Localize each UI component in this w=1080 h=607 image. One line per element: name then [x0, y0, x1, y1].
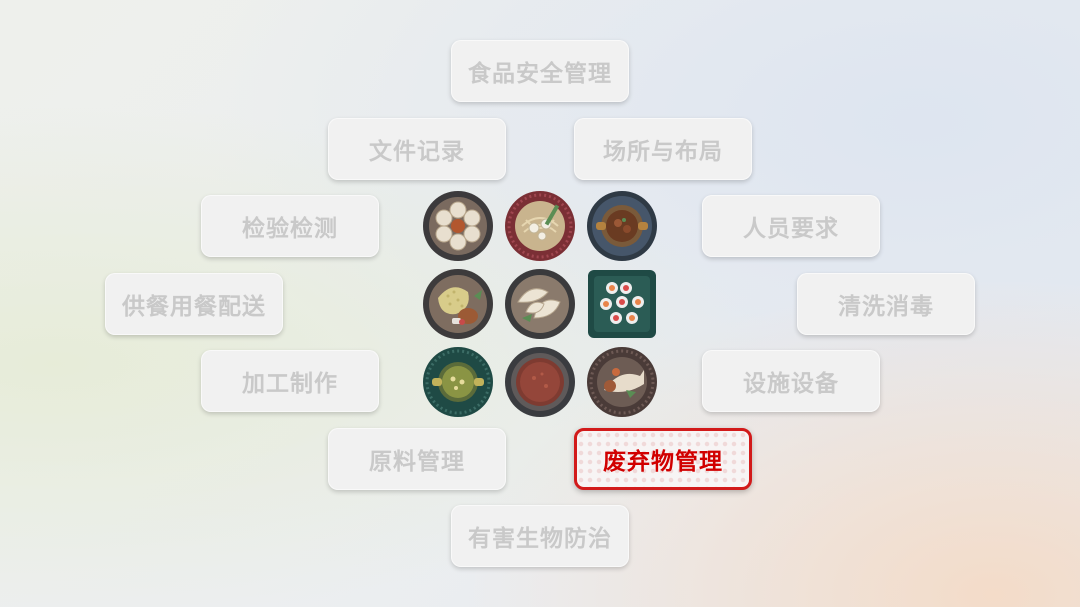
tag-waste-active[interactable]: 废弃物管理: [574, 428, 752, 490]
soup-pot-icon: [422, 346, 494, 418]
tag-cleaning[interactable]: 清洗消毒: [797, 273, 975, 335]
tag-documents[interactable]: 文件记录: [328, 118, 506, 180]
tag-processing[interactable]: 加工制作: [201, 350, 379, 412]
tag-raw-materials[interactable]: 原料管理: [328, 428, 506, 490]
rice-chicken-plate-icon: [422, 268, 494, 340]
tag-personnel[interactable]: 人员要求: [702, 195, 880, 257]
noodle-plate-icon: [504, 190, 576, 262]
dumpling-plate-icon: [422, 190, 494, 262]
tag-inspection[interactable]: 检验检测: [201, 195, 379, 257]
fish-plate-icon: [586, 346, 658, 418]
stew-pot-icon: [586, 190, 658, 262]
steamed-dumplings-icon: [504, 268, 576, 340]
tag-premises[interactable]: 场所与布局: [574, 118, 752, 180]
tag-facilities[interactable]: 设施设备: [702, 350, 880, 412]
tag-catering[interactable]: 供餐用餐配送: [105, 273, 283, 335]
sushi-plate-icon: [586, 268, 658, 340]
red-soup-bowl-icon: [504, 346, 576, 418]
tag-pest-control[interactable]: 有害生物防治: [451, 505, 629, 567]
tag-food-safety[interactable]: 食品安全管理: [451, 40, 629, 102]
